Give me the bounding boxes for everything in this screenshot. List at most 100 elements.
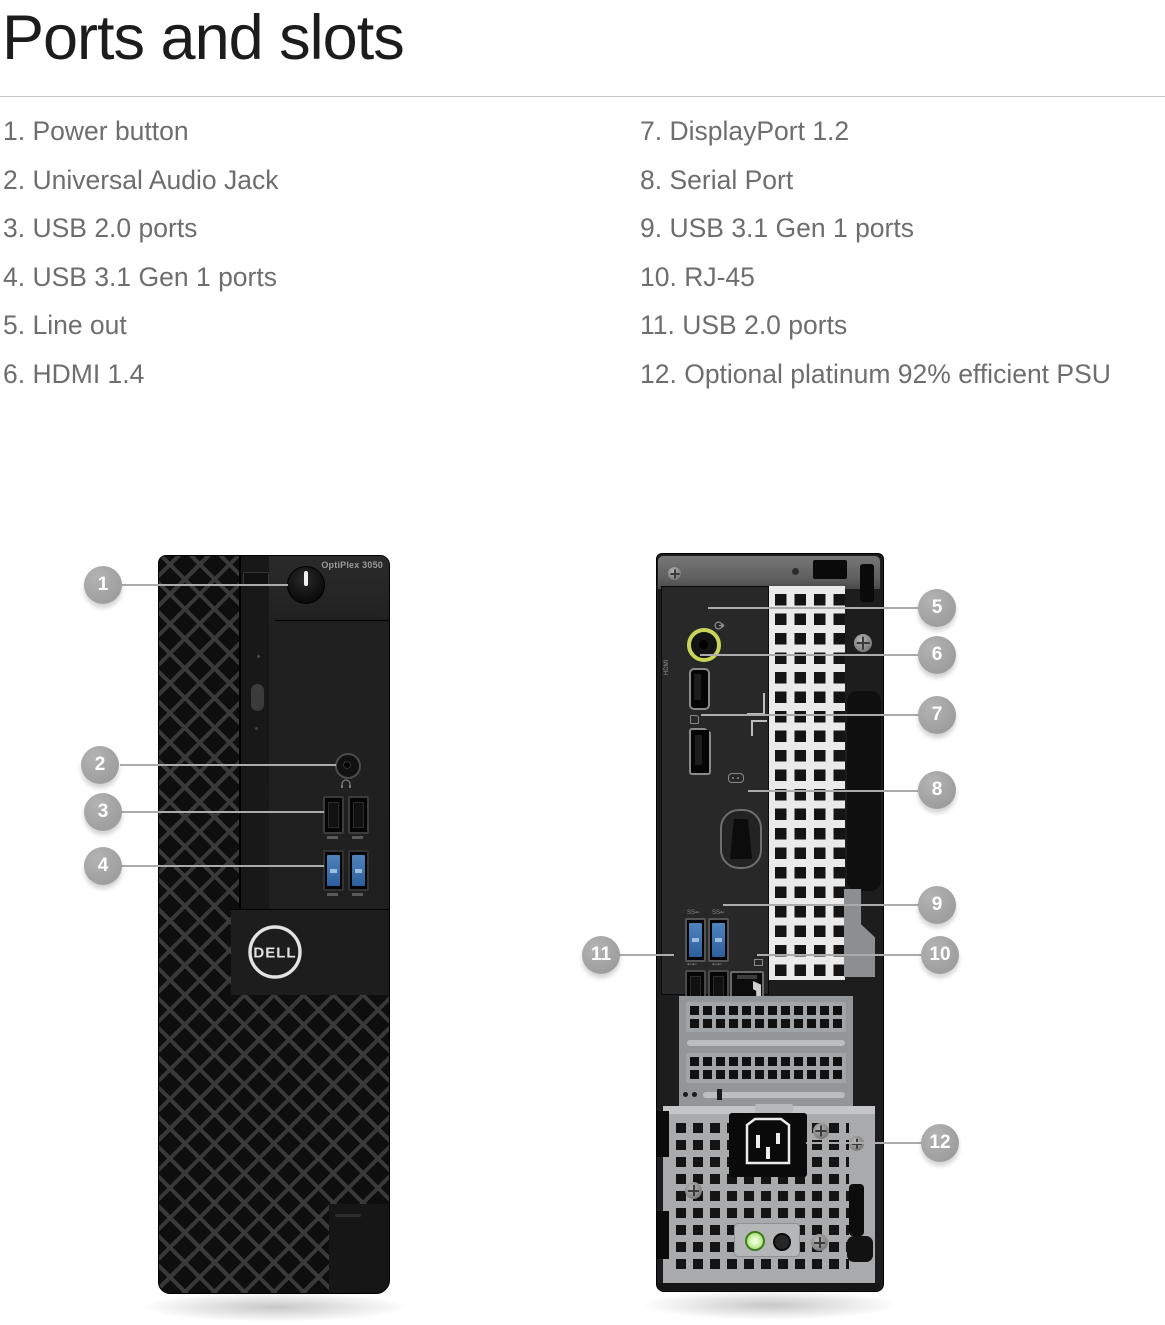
power-icon	[304, 571, 308, 586]
callout-10: 10	[921, 936, 959, 974]
usb-ss-icon	[352, 893, 363, 896]
callout-3-number: 3	[97, 801, 109, 822]
legend-item-3: 3. USB 2.0 ports	[3, 213, 198, 243]
rear-bottom-edge	[658, 1283, 880, 1290]
screw-hole	[792, 568, 799, 575]
padlock-ring-slot	[813, 560, 847, 579]
legend-item-9: 9. USB 3.1 Gen 1 ports	[640, 213, 914, 243]
header-divider	[0, 96, 1165, 97]
callout-7-number: 7	[931, 704, 943, 725]
legend-item-7: 7. DisplayPort 1.2	[640, 116, 850, 146]
legend-item-11: 11. USB 2.0 ports	[640, 310, 848, 340]
callout-12: 12	[921, 1124, 959, 1162]
callout-line-2	[120, 764, 336, 766]
callout-line-3	[120, 811, 324, 813]
front-usb-3-1-port-2	[348, 850, 369, 891]
rear-top-strip	[658, 556, 880, 602]
displayport-1-2-port	[689, 728, 711, 775]
expansion-slot-panel	[679, 996, 853, 1106]
rear-usb-3-1-port-1	[685, 918, 706, 962]
displayport-icon	[690, 715, 699, 724]
legend-item-2: 2. Universal Audio Jack	[3, 164, 279, 195]
slot-bracket-bottom	[703, 1092, 845, 1098]
optical-drive-bay	[239, 556, 271, 943]
hdmi-label: HDMI	[664, 659, 670, 675]
usb-icon	[327, 836, 338, 839]
bracket-hole	[683, 1092, 688, 1097]
callout-11: 11	[582, 936, 620, 974]
bracket-slot	[717, 1089, 722, 1100]
logo-band: DELL	[231, 909, 389, 995]
callout-line-12	[806, 1142, 923, 1144]
callout-5-number: 5	[931, 597, 943, 618]
expansion-slot-1-vents	[686, 1002, 846, 1032]
callout-7: 7	[918, 696, 956, 734]
serial-port	[720, 809, 762, 869]
page-title: Ports and slots	[2, 3, 405, 73]
chassis-edge-tab	[657, 1211, 669, 1259]
model-label: OptiPlex 3050	[321, 560, 383, 570]
rear-vent-grid	[767, 586, 845, 980]
screw-icon	[685, 1182, 702, 1199]
psu-panel	[663, 1104, 875, 1283]
callout-line-9	[723, 904, 919, 906]
front-usb-2-0-port-2	[348, 796, 369, 834]
rear-view-chassis: HDMI SS⇜ SS⇜	[656, 553, 884, 1292]
callout-1: 1	[84, 566, 122, 604]
chassis-edge-tab	[657, 1111, 669, 1157]
psu-test-button	[773, 1233, 791, 1251]
rear-usb-3-1-port-2	[708, 918, 729, 962]
line-out-jack	[687, 628, 721, 662]
callout-line-10	[757, 954, 922, 956]
callout-8: 8	[918, 771, 956, 809]
callout-line-4	[120, 865, 324, 867]
line-out-icon	[714, 621, 725, 630]
callout-9-number: 9	[931, 894, 943, 915]
psu-status-led	[745, 1231, 765, 1251]
callout-line-8	[748, 790, 919, 792]
card-retention-bracket	[844, 889, 875, 977]
bracket-hole	[692, 1092, 697, 1097]
security-cable-slot	[860, 564, 874, 602]
callout-10-number: 10	[929, 944, 951, 965]
callout-9: 9	[918, 886, 956, 924]
psu-handle-slot	[849, 1184, 864, 1236]
usb-ss-label: SS⇜	[712, 910, 726, 916]
psu-latch-tab	[755, 1104, 793, 1113]
expansion-slot-2-vents	[686, 1053, 846, 1083]
callout-1-number: 1	[97, 574, 109, 595]
universal-audio-jack	[335, 753, 361, 779]
optical-drive-dot	[255, 727, 258, 730]
front-view-chassis: OptiPlex 3050	[158, 555, 390, 1294]
callout-line-1	[122, 584, 288, 586]
legend-item-5: 5. Line out	[3, 310, 127, 340]
front-usb-3-1-port-1	[323, 850, 344, 891]
legend-item-10: 10. RJ-45	[640, 261, 755, 292]
legend-right-column: 7. DisplayPort 1.2 8. Serial Port 9. USB…	[640, 107, 1111, 398]
screw-icon	[854, 634, 872, 652]
front-tower-shadow	[140, 1292, 410, 1322]
callout-line-6	[700, 654, 919, 656]
front-bottom-right-panel	[329, 1204, 389, 1293]
dell-logo: DELL	[248, 925, 302, 979]
callout-6-number: 6	[931, 644, 943, 665]
front-panel-seam	[275, 620, 389, 621]
callout-12-number: 12	[929, 1132, 951, 1153]
legend-item-6: 6. HDMI 1.4	[3, 358, 145, 389]
psu-diagnostic-plate	[734, 1223, 800, 1257]
callout-6: 6	[918, 636, 956, 674]
screw-icon	[813, 1123, 829, 1139]
c14-inlet-icon	[745, 1117, 791, 1165]
callout-5: 5	[918, 589, 956, 627]
legend-item-4: 4. USB 3.1 Gen 1 ports	[3, 261, 277, 292]
callout-line-5	[708, 607, 919, 609]
usb-label: ⇜⇜	[687, 962, 698, 968]
usb-ss-label: SS⇜	[687, 910, 701, 916]
usb-label: ⇜⇜	[712, 962, 723, 968]
network-icon	[754, 959, 763, 966]
screw-icon	[811, 1234, 828, 1251]
optical-drive-slot	[251, 684, 264, 711]
bracket-outline	[747, 693, 765, 715]
psu-power-inlet	[729, 1113, 807, 1177]
